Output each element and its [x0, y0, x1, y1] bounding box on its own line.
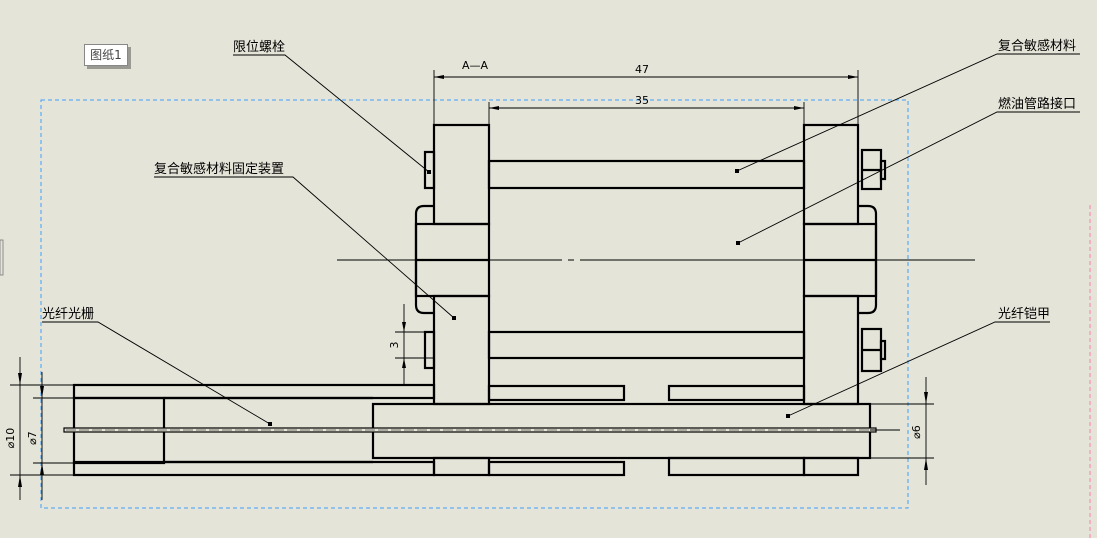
right-flange-base: [802, 456, 860, 477]
callout-sensitive-material[interactable]: 复合敏感材料: [735, 38, 1080, 173]
dimension-armor-dia[interactable]: ⌀6: [870, 377, 934, 485]
right-flange[interactable]: [802, 123, 878, 406]
dimension-inner-dia[interactable]: ⌀7: [26, 372, 74, 500]
svg-text:⌀10: ⌀10: [4, 428, 17, 449]
limit-bolt-bottom[interactable]: [423, 330, 436, 370]
lower-strip-left: [487, 460, 626, 477]
limit-bolt-top[interactable]: [423, 150, 436, 190]
upper-strip-left: [487, 384, 626, 402]
dimension-35[interactable]: 35: [488, 94, 805, 124]
left-flange[interactable]: [414, 123, 491, 406]
svg-text:⌀6: ⌀6: [910, 425, 923, 439]
sensitive-material-top[interactable]: [487, 159, 806, 190]
left-edge-marker: [0, 239, 4, 276]
lower-strip-right: [667, 456, 806, 477]
callout-fiber-armor[interactable]: 光纤铠甲: [786, 306, 1050, 418]
nut-top[interactable]: [860, 148, 887, 191]
upper-strip-right: [667, 384, 806, 402]
svg-text:光纤铠甲: 光纤铠甲: [998, 306, 1050, 322]
dimension-3[interactable]: 3: [388, 304, 434, 386]
callout-fixture[interactable]: 复合敏感材料固定装置: [154, 161, 456, 320]
svg-text:⌀7: ⌀7: [26, 431, 39, 445]
outer-sleeve-top[interactable]: [72, 383, 436, 400]
svg-text:35: 35: [635, 94, 649, 107]
svg-text:限位螺栓: 限位螺栓: [233, 40, 285, 55]
svg-text:光纤光栅: 光纤光栅: [42, 307, 94, 322]
svg-text:燃油管路接口: 燃油管路接口: [998, 96, 1076, 112]
section-label: A—A: [462, 59, 489, 72]
view-boundary[interactable]: [40, 99, 909, 509]
callout-limit-bolt[interactable]: 限位螺栓: [233, 40, 431, 174]
svg-text:复合敏感材料: 复合敏感材料: [998, 38, 1076, 54]
svg-text:47: 47: [635, 63, 649, 76]
callout-fuel-port[interactable]: 燃油管路接口: [736, 96, 1080, 245]
nut-bottom[interactable]: [860, 327, 887, 373]
callout-fbg[interactable]: 光纤光栅: [42, 307, 272, 426]
sheet-tab[interactable]: 图纸1: [84, 44, 128, 66]
svg-text:3: 3: [388, 342, 401, 349]
left-flange-base: [432, 456, 491, 477]
svg-text:复合敏感材料固定装置: 复合敏感材料固定装置: [154, 161, 284, 177]
sensitive-material-bottom[interactable]: [487, 330, 806, 360]
dimension-47[interactable]: 47: [433, 63, 859, 124]
